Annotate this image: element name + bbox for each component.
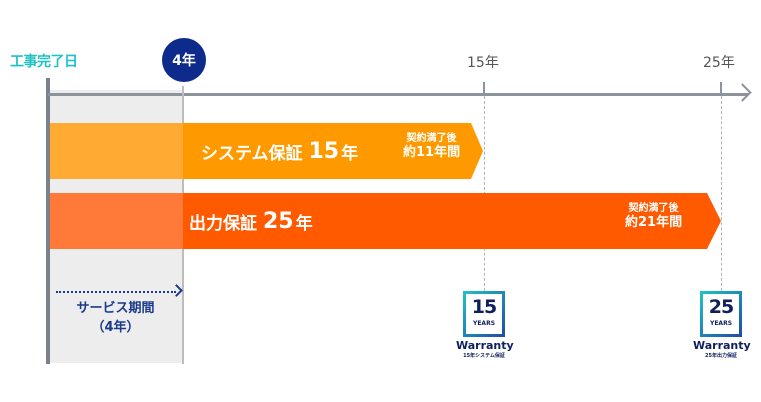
warranty-15-emblem-icon: 15 YEARS bbox=[463, 291, 505, 337]
warranty-15-years: YEARS bbox=[472, 320, 496, 327]
warranty-15-number: 15 bbox=[471, 296, 497, 318]
system-warranty-title: システム保証 bbox=[201, 143, 303, 164]
service-period-label-line2: （4年） bbox=[91, 319, 140, 335]
warranty-25-years: YEARS bbox=[709, 320, 733, 327]
timeline-start-line bbox=[46, 78, 50, 364]
timeline-axis bbox=[48, 93, 748, 96]
service-period-label: サービス期間 （4年） bbox=[48, 300, 183, 338]
system-warranty-note-line2: 約11年間 bbox=[403, 145, 461, 160]
warranty-badge-25: 25 YEARS Warranty 25年出力保証 bbox=[693, 291, 751, 359]
warranty-15-word: Warranty bbox=[456, 339, 514, 352]
warranty-25-number: 25 bbox=[708, 296, 734, 318]
output-warranty-note-line1: 契約満了後 bbox=[628, 203, 679, 214]
tick-15 bbox=[483, 82, 485, 94]
warranty-25-sub: 25年出力保証 bbox=[705, 353, 737, 359]
tick-25 bbox=[720, 82, 722, 94]
warranty-badge-15: 15 YEARS Warranty 15年システム保証 bbox=[456, 291, 514, 359]
warranty-25-emblem-icon: 25 YEARS bbox=[700, 291, 742, 337]
system-warranty-note: 契約満了後 約11年間 bbox=[403, 133, 460, 161]
output-warranty-note-line2: 約21年間 bbox=[625, 215, 683, 230]
service-period-label-line1: サービス期間 bbox=[76, 301, 155, 316]
output-warranty-bar: 出力保証 25 年 契約満了後 約21年間 bbox=[183, 193, 721, 249]
system-warranty-bar-shape bbox=[183, 123, 483, 179]
tick-label-25: 25年 bbox=[703, 55, 735, 71]
system-warranty-unit: 年 bbox=[341, 143, 359, 164]
completion-date-label: 工事完了日 bbox=[10, 54, 78, 70]
system-warranty-service-segment bbox=[50, 123, 183, 179]
system-warranty-years: 15 bbox=[308, 138, 340, 164]
warranty-25-word: Warranty bbox=[693, 339, 751, 352]
axis-arrow-icon bbox=[733, 83, 752, 102]
warranty-15-sub: 15年システム保証 bbox=[463, 353, 505, 359]
service-end-badge: 4年 bbox=[162, 38, 206, 82]
system-warranty-bar: システム保証 15 年 契約満了後 約11年間 bbox=[183, 123, 483, 179]
output-warranty-title: 出力保証 bbox=[189, 213, 257, 234]
output-warranty-bar-shape bbox=[183, 193, 721, 249]
output-warranty-years: 25 bbox=[263, 208, 294, 234]
tick-label-15: 15年 bbox=[467, 55, 499, 71]
output-warranty-note: 契約満了後 約21年間 bbox=[625, 203, 682, 231]
guide-line-25 bbox=[721, 96, 722, 291]
output-warranty-unit: 年 bbox=[295, 213, 313, 234]
service-period-arrow-line bbox=[56, 291, 176, 293]
output-warranty-service-segment bbox=[50, 193, 183, 249]
system-warranty-note-line1: 契約満了後 bbox=[406, 133, 457, 144]
